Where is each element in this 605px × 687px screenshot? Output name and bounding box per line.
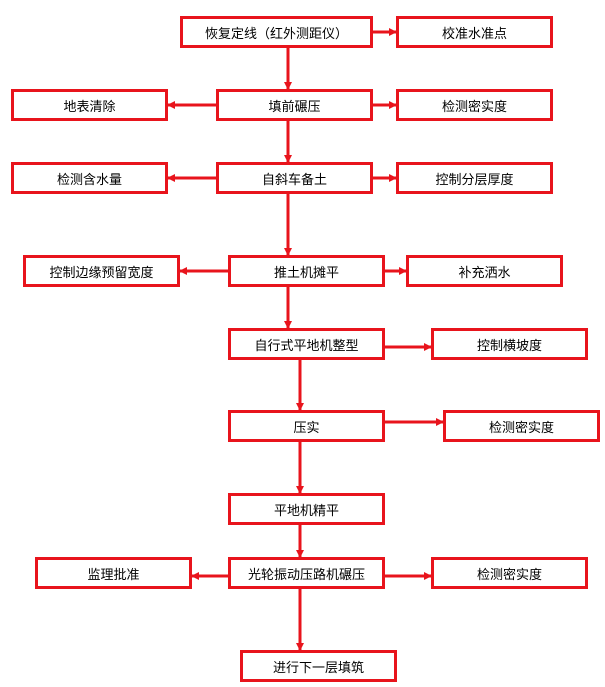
check-density-1-box: 检测密实度 xyxy=(396,89,553,121)
add-water-box: 补充洒水 xyxy=(406,255,563,287)
control-cross-slope-box: 控制横坡度 xyxy=(431,328,588,360)
grader-fine-leveling-box: 平地机精平 xyxy=(228,493,385,525)
control-edge-width-box: 控制边缘预留宽度 xyxy=(23,255,180,287)
check-density-2-box: 检测密实度 xyxy=(443,410,600,442)
restore-centerline-box: 恢复定线（红外测距仪） xyxy=(180,16,373,48)
check-density-3-box: 检测密实度 xyxy=(431,557,588,589)
bulldozer-spread-box: 推土机摊平 xyxy=(228,255,385,287)
dump-truck-soil-box: 自斜车备土 xyxy=(216,162,373,194)
calibrate-benchmark-box: 校准水准点 xyxy=(396,16,553,48)
supervisor-approval-box: 监理批准 xyxy=(35,557,192,589)
next-layer-box: 进行下一层填筑 xyxy=(240,650,397,682)
clear-surface-box: 地表清除 xyxy=(11,89,168,121)
compact-before-fill-box: 填前碾压 xyxy=(216,89,373,121)
compaction-box: 压实 xyxy=(228,410,385,442)
control-layer-thickness-box: 控制分层厚度 xyxy=(396,162,553,194)
vibratory-roller-box: 光轮振动压路机碾压 xyxy=(228,557,385,589)
check-moisture-box: 检测含水量 xyxy=(11,162,168,194)
grader-shaping-box: 自行式平地机整型 xyxy=(228,328,385,360)
